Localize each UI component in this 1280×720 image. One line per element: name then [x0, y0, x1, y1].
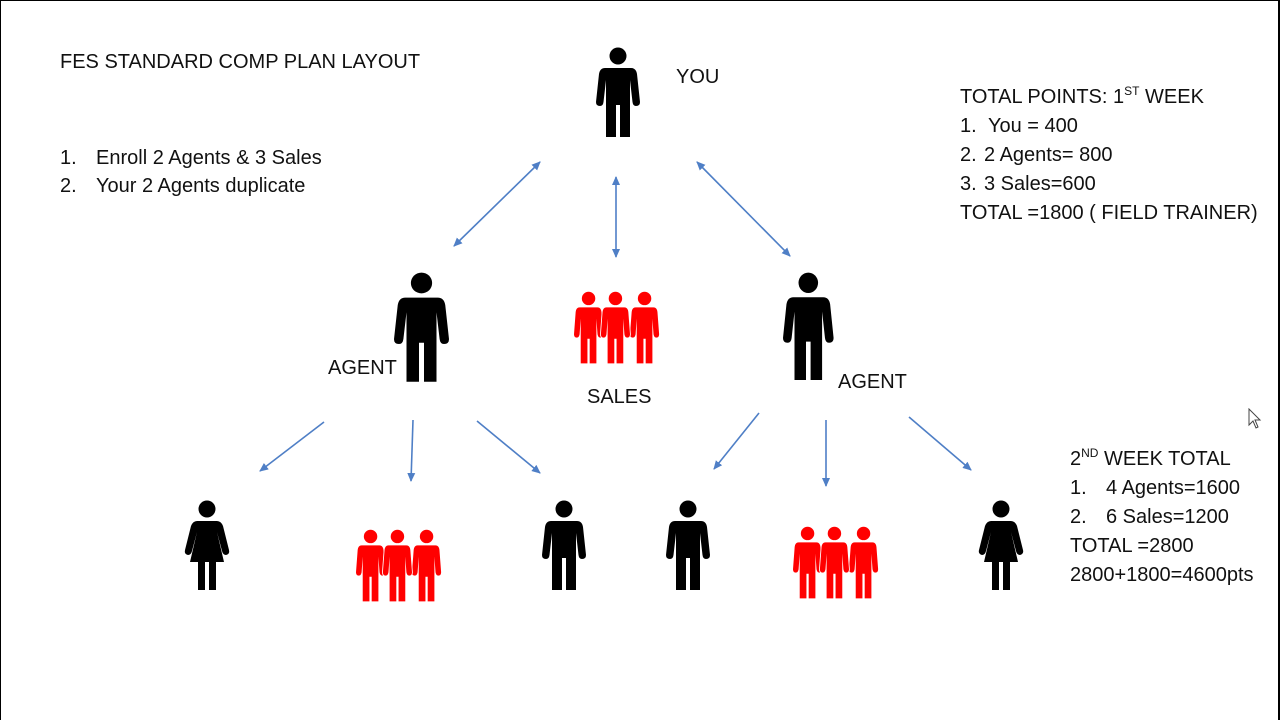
week1-item: 3.3 Sales=600: [960, 173, 1096, 195]
person-icon: [542, 500, 586, 590]
group-icon: [574, 292, 659, 364]
week1-item: 1.You = 400: [960, 115, 1078, 137]
week2-item: 2.6 Sales=1200: [1070, 506, 1229, 528]
label-agent-right: AGENT: [838, 371, 907, 393]
group-icon: [793, 527, 878, 599]
week2-totals: 2ND WEEK TOTAL 1.4 Agents=1600 2.6 Sales…: [1070, 445, 1254, 590]
woman-icon: [184, 500, 230, 590]
week2-grand-total: 2800+1800=4600pts: [1070, 564, 1254, 586]
page-title: FES STANDARD COMP PLAN LAYOUT: [60, 51, 421, 73]
group-icon: [356, 530, 441, 602]
label-sales: SALES: [587, 386, 652, 408]
week2-heading: 2ND WEEK TOTAL: [1070, 446, 1231, 470]
label-you: YOU: [676, 66, 720, 88]
person-icon: [783, 272, 834, 380]
label-agent-left: AGENT: [328, 357, 397, 379]
arrow: [908, 416, 972, 471]
week1-totals: TOTAL POINTS: 1ST WEEK 1.You = 400 2.2 A…: [960, 83, 1258, 228]
arrow: [259, 421, 325, 472]
step-item: 1.Enroll 2 Agents & 3 Sales: [60, 147, 322, 169]
arrow: [696, 161, 791, 257]
person-icon: [666, 500, 710, 590]
week1-heading: TOTAL POINTS: 1ST WEEK: [960, 84, 1204, 108]
arrows: [259, 161, 972, 487]
woman-icon: [978, 500, 1024, 590]
step-item: 2.Your 2 Agents duplicate: [60, 175, 306, 197]
week2-total: TOTAL =2800: [1070, 535, 1194, 557]
arrow: [407, 419, 416, 482]
arrow: [713, 412, 760, 470]
person-icon: [596, 47, 640, 137]
week1-total: TOTAL =1800 ( FIELD TRAINER): [960, 202, 1258, 224]
person-icon: [394, 272, 449, 382]
arrow: [476, 420, 541, 474]
week1-item: 2.2 Agents= 800: [960, 144, 1113, 166]
frame-top-border: [0, 0, 1280, 1]
arrow: [453, 161, 541, 247]
frame-right-border: [1278, 0, 1280, 720]
mouse-cursor-icon: [1248, 408, 1262, 429]
steps-list: 1.Enroll 2 Agents & 3 Sales 2.Your 2 Age…: [60, 144, 322, 200]
frame-left-border: [0, 0, 1, 720]
week2-item: 1.4 Agents=1600: [1070, 477, 1241, 499]
